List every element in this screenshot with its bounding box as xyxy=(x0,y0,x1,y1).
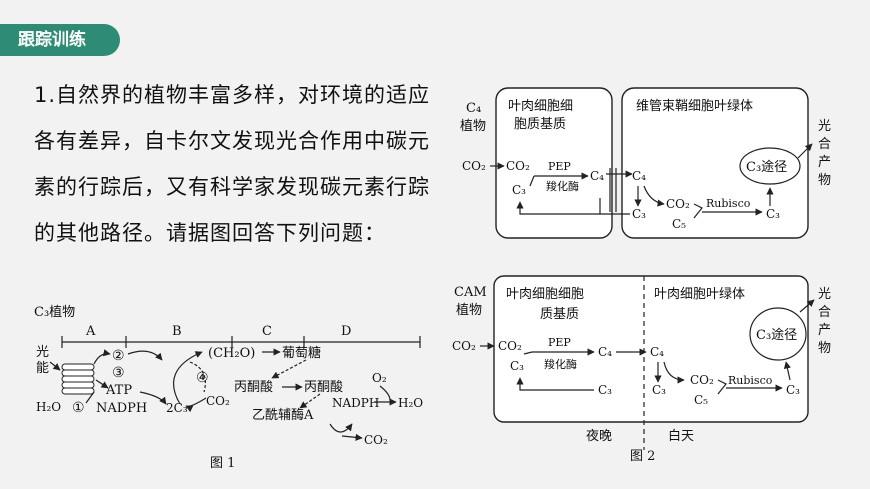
c4-pep: PEP xyxy=(548,160,571,173)
c4-co2-in: CO₂ xyxy=(462,159,486,173)
cam-plant-1: CAM xyxy=(454,285,487,300)
co2-label: CO₂ xyxy=(206,394,230,408)
step-1: ① xyxy=(72,400,85,416)
c4-c3-c: C₃ xyxy=(766,207,780,221)
pyruvate-2: 丙酮酸 xyxy=(304,380,343,395)
c4-plant-1: C₄ xyxy=(466,101,481,116)
o2-label: O₂ xyxy=(372,371,387,385)
c4-c5: C₅ xyxy=(672,217,686,231)
cam-c4-a: C₄ xyxy=(598,345,612,359)
cam-c3-b: C₃ xyxy=(652,383,666,397)
cam-product-4: 物 xyxy=(818,341,831,356)
cam-rubisco: Rubisco xyxy=(728,374,773,387)
atp-label: ATP xyxy=(105,383,132,398)
c4-bundle-box xyxy=(621,87,809,239)
question-text: 1.自然界的植物丰富多样，对环境的适应各有差异，自卡尔文发现光合作用中碳元素的行… xyxy=(34,83,431,245)
step-2: ② xyxy=(112,348,125,364)
cam-co2-in: CO₂ xyxy=(452,339,476,353)
night-label: 夜晚 xyxy=(586,429,612,444)
cam-plant-2: 植物 xyxy=(456,303,482,318)
c4-c3-b: C₃ xyxy=(632,207,646,221)
c4-rubisco: Rubisco xyxy=(706,197,751,210)
c4-cycle: C₃途径 xyxy=(746,159,787,175)
cam-product-2: 合 xyxy=(818,305,831,320)
c4-meso-1: 叶肉细胞细 xyxy=(508,99,573,114)
day-label: 白天 xyxy=(668,428,694,444)
cam-c4-b: C₄ xyxy=(650,345,664,359)
ch2o-label: (CH₂O) xyxy=(208,346,255,361)
nadph2-label: NADPH xyxy=(332,396,379,410)
c4-product-4: 物 xyxy=(818,173,831,188)
figure-2: CAM 植物 叶肉细胞细胞 质基质 叶肉细胞叶绿体 CO₂ CO₂ C₃ PEP… xyxy=(452,275,831,464)
figure-c4: C₄ 植物 叶肉细胞细 胞质基质 维管束鞘细胞叶绿体 CO₂ CO₂ C₃ PE… xyxy=(460,87,831,239)
nadph-label: NADPH xyxy=(96,401,147,416)
c4-c3-a: C₃ xyxy=(512,183,526,197)
acetylcoa-label: 乙酰辅酶A xyxy=(252,407,314,423)
light-label-2: 能 xyxy=(36,361,49,376)
cam-pep: PEP xyxy=(548,336,571,349)
figure-1: C₃植物 A B C D 光 能 H₂O ① ② ③ ④ ATP NADPH 2… xyxy=(34,305,423,471)
cam-co2-b: CO₂ xyxy=(690,373,714,387)
h2o2-label: H₂O xyxy=(398,396,423,410)
c4-bundle-label: 维管束鞘细胞叶绿体 xyxy=(636,99,753,114)
stage-c: C xyxy=(262,324,272,339)
c4-c4-b: C₄ xyxy=(632,169,646,183)
c4-product-2: 合 xyxy=(818,137,831,152)
c4-plant-2: 植物 xyxy=(460,119,486,134)
c4-mesophyll-box xyxy=(495,87,613,239)
c4-c4-a: C₄ xyxy=(590,169,604,183)
h2o-label: H₂O xyxy=(36,400,61,414)
c4-product-3: 产 xyxy=(818,155,831,170)
cam-c5: C₅ xyxy=(694,393,708,407)
glucose-label: 葡萄糖 xyxy=(282,345,321,361)
cam-enzyme: 羧化酶 xyxy=(544,357,577,371)
c4-meso-2: 胞质基质 xyxy=(514,117,566,132)
c4-co2-b: CO₂ xyxy=(666,197,690,211)
light-label-1: 光 xyxy=(36,345,49,360)
step-3: ③ xyxy=(112,365,125,381)
cam-chloro: 叶肉细胞叶绿体 xyxy=(654,287,745,302)
cam-product-1: 光 xyxy=(818,287,831,302)
c4-enzyme: 羧化酶 xyxy=(546,179,579,193)
fig1-plant-label: C₃植物 xyxy=(34,305,75,320)
c3-label: 2C₃ xyxy=(166,401,188,415)
cam-c3-c: C₃ xyxy=(786,383,800,397)
cam-meso-2: 质基质 xyxy=(540,307,579,322)
fig2-caption: 图 2 xyxy=(630,449,655,464)
stage-a: A xyxy=(85,324,96,339)
thylakoid-stack xyxy=(61,363,95,395)
co2-2-label: CO₂ xyxy=(364,433,388,447)
cam-c3-a: C₃ xyxy=(510,359,524,373)
stage-d: D xyxy=(341,324,351,339)
stage-b: B xyxy=(172,324,182,339)
c4-co2-a: CO₂ xyxy=(506,159,530,173)
cam-meso-1: 叶肉细胞细胞 xyxy=(506,287,584,302)
cam-cycle: C₃途径 xyxy=(756,327,797,343)
cam-product-3: 产 xyxy=(818,323,831,338)
pyruvate-1: 丙酮酸 xyxy=(234,380,273,395)
cam-c3-bottom: C₃ xyxy=(598,383,612,397)
fig1-caption: 图 1 xyxy=(210,456,235,471)
cam-co2-a: CO₂ xyxy=(498,339,522,353)
section-tag: 跟踪训练 xyxy=(0,24,120,56)
c4-product-1: 光 xyxy=(818,119,831,134)
